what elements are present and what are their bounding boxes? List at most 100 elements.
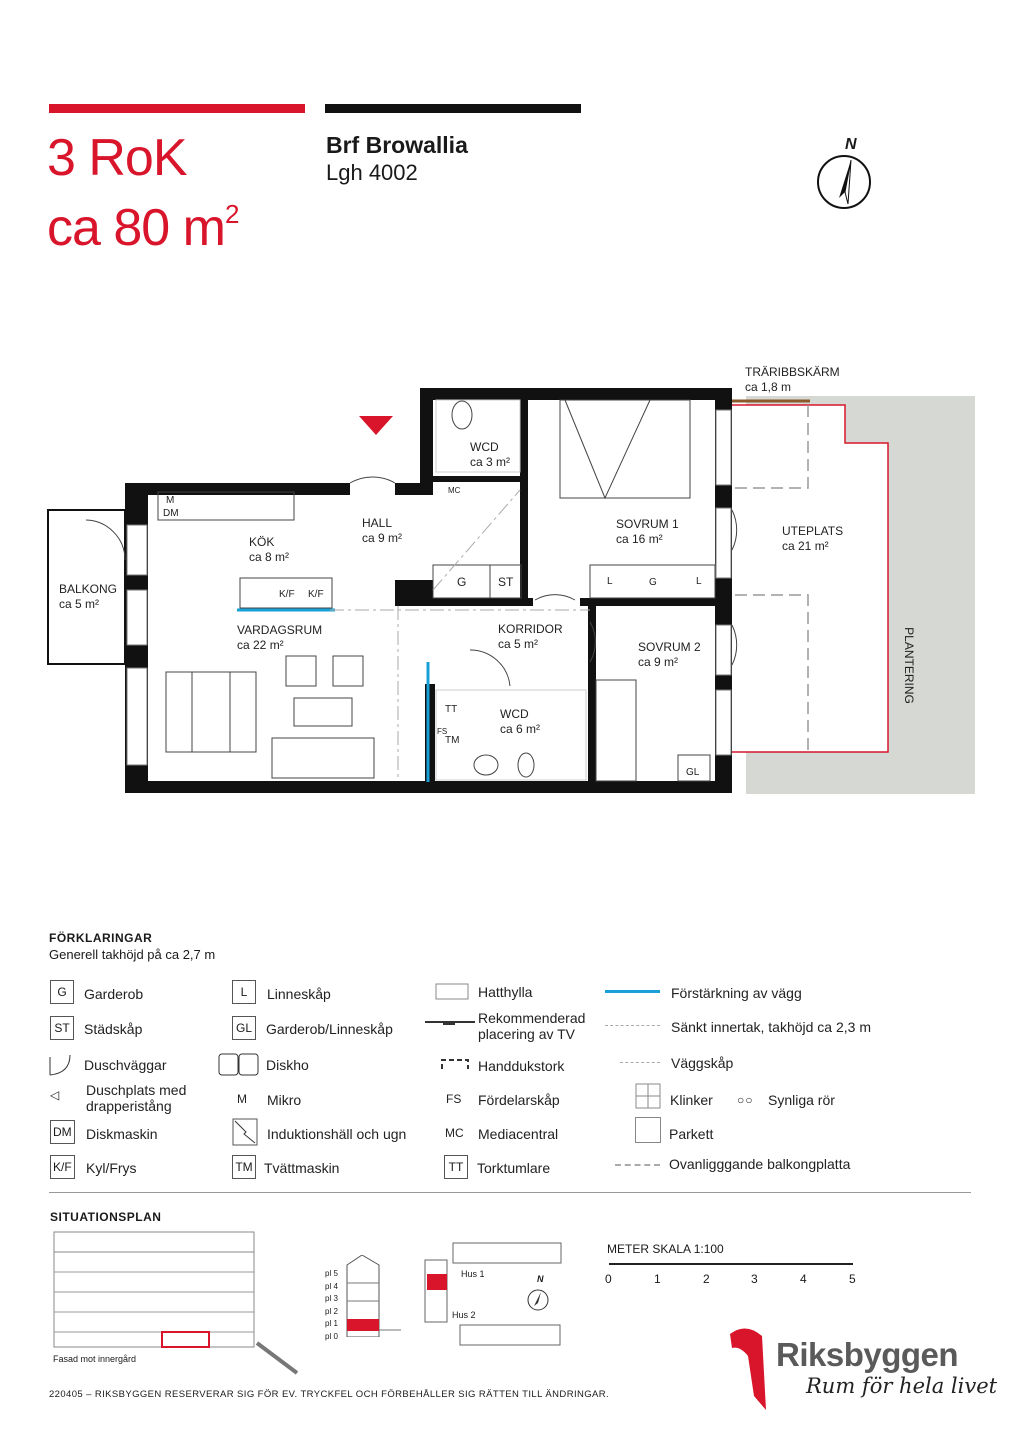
code-gl: GL bbox=[686, 767, 700, 778]
legend-code: GL bbox=[232, 1016, 256, 1040]
legend-label: Ovanligggande balkongplatta bbox=[669, 1156, 851, 1172]
legend-label: Sänkt innertak, takhöjd ca 2,3 m bbox=[671, 1019, 871, 1035]
scale-tick: 5 bbox=[849, 1272, 856, 1286]
legend-label: Kyl/Frys bbox=[86, 1160, 137, 1176]
code-fs: FS bbox=[437, 727, 448, 736]
legend-label: Linneskåp bbox=[267, 986, 331, 1002]
riksbyggen-logo-icon bbox=[730, 1328, 766, 1410]
code-tm: TM bbox=[445, 735, 460, 746]
code-m: M bbox=[166, 495, 175, 506]
legend-label: Synliga rör bbox=[768, 1092, 835, 1108]
site-north-label: N bbox=[537, 1274, 544, 1284]
legend-label: Tvättmaskin bbox=[264, 1160, 340, 1176]
section-drawing bbox=[346, 1255, 401, 1337]
code-kf-2: K/F bbox=[308, 589, 324, 600]
legend-subtitle: Generell takhöjd på ca 2,7 m bbox=[49, 947, 216, 962]
scale-tick: 1 bbox=[654, 1272, 661, 1286]
reinforcement-line-icon bbox=[605, 990, 660, 993]
black-accent-bar bbox=[325, 104, 581, 113]
legend-label: Klinker bbox=[670, 1092, 713, 1108]
code-l: L bbox=[607, 576, 613, 587]
legend-code: MC bbox=[445, 1126, 464, 1140]
patio-outline bbox=[732, 404, 889, 753]
legend-label: Garderob bbox=[84, 986, 144, 1002]
red-accent-bar bbox=[49, 104, 305, 113]
code-g: G bbox=[457, 575, 467, 589]
legend-label: Rekommenderad placering av TV bbox=[478, 1010, 586, 1042]
project-name: Brf Browallia bbox=[326, 132, 468, 158]
code-mc: MC bbox=[448, 486, 461, 495]
floor-level: pl 1 bbox=[325, 1319, 338, 1328]
footer-disclaimer: 220405 – RIKSBYGGEN RESERVERAR SIG FÖR E… bbox=[49, 1389, 610, 1400]
floor-level: pl 5 bbox=[325, 1269, 338, 1278]
code-g-2: G bbox=[649, 577, 657, 588]
legend-label: Garderob/Linneskåp bbox=[266, 1021, 393, 1037]
lowered-ceiling-line-icon bbox=[605, 1025, 660, 1026]
room-count: 3 RoK bbox=[47, 129, 188, 187]
legend-label: Diskmaskin bbox=[86, 1126, 158, 1142]
code-l-2: L bbox=[696, 576, 702, 587]
compass-icon bbox=[817, 155, 871, 209]
legend-label: Torktumlare bbox=[477, 1160, 551, 1176]
legend-code: G bbox=[50, 980, 74, 1004]
scale-tick: 4 bbox=[800, 1272, 807, 1286]
tile-icon bbox=[635, 1083, 661, 1109]
legend-code: FS bbox=[446, 1092, 462, 1106]
code-tt: TT bbox=[445, 704, 458, 715]
floor-level: pl 3 bbox=[325, 1294, 338, 1303]
hat-shelf-icon bbox=[435, 983, 469, 1000]
situation-title: SITUATIONSPLAN bbox=[50, 1210, 162, 1224]
tv-icon bbox=[425, 1021, 475, 1025]
compass: N bbox=[815, 136, 873, 212]
legend-label: Diskho bbox=[266, 1057, 309, 1073]
hus2-label: Hus 2 bbox=[452, 1310, 476, 1320]
planting-label: PLANTERING bbox=[901, 627, 916, 704]
scale-bar bbox=[609, 1263, 853, 1265]
legend-code: M bbox=[237, 1092, 247, 1106]
scale-label: METER SKALA 1:100 bbox=[607, 1242, 724, 1256]
brand-tagline: Rum för hela livet bbox=[806, 1374, 998, 1398]
legend-label: Fördelarskåp bbox=[478, 1092, 560, 1108]
total-area-value: ca 80 m bbox=[47, 199, 226, 257]
legend-code: ST bbox=[50, 1016, 74, 1040]
code-kf: K/F bbox=[279, 589, 295, 600]
legend-label: Hatthylla bbox=[478, 984, 533, 1000]
legend-label: Duschplats med drapperistång bbox=[86, 1082, 187, 1114]
legend-code: TT bbox=[444, 1155, 468, 1179]
parquet-icon bbox=[635, 1117, 661, 1143]
legend-label: Förstärkning av vägg bbox=[671, 985, 802, 1001]
legend-title: FÖRKLARINGAR bbox=[49, 931, 153, 945]
scale-tick: 2 bbox=[703, 1272, 710, 1286]
balcony-slab-line-icon bbox=[615, 1164, 660, 1166]
towel-rail-icon bbox=[441, 1059, 469, 1069]
legend-label: Duschväggar bbox=[84, 1057, 167, 1073]
induction-hob-icon bbox=[232, 1118, 258, 1146]
scale-tick: 3 bbox=[751, 1272, 758, 1286]
legend-label: Induktionshäll och ugn bbox=[267, 1126, 407, 1142]
legend-code: K/F bbox=[50, 1155, 75, 1179]
legend-label: Städskåp bbox=[84, 1021, 143, 1037]
site-map bbox=[424, 1242, 562, 1346]
code-st: ST bbox=[498, 575, 514, 589]
scale-ticks: 0 1 2 3 4 5 bbox=[605, 1272, 865, 1288]
total-area: ca 80 m2 bbox=[47, 186, 240, 257]
scale-tick: 0 bbox=[605, 1272, 612, 1286]
total-area-sup: 2 bbox=[224, 199, 240, 229]
shower-curtain-icon: ◁ bbox=[50, 1088, 60, 1102]
facade-label: Fasad mot innergård bbox=[53, 1354, 137, 1364]
floor-level: pl 4 bbox=[325, 1281, 338, 1291]
code-dm: DM bbox=[163, 508, 179, 519]
floor-level: pl 0 bbox=[325, 1331, 338, 1341]
shower-wall-icon bbox=[49, 1054, 71, 1076]
